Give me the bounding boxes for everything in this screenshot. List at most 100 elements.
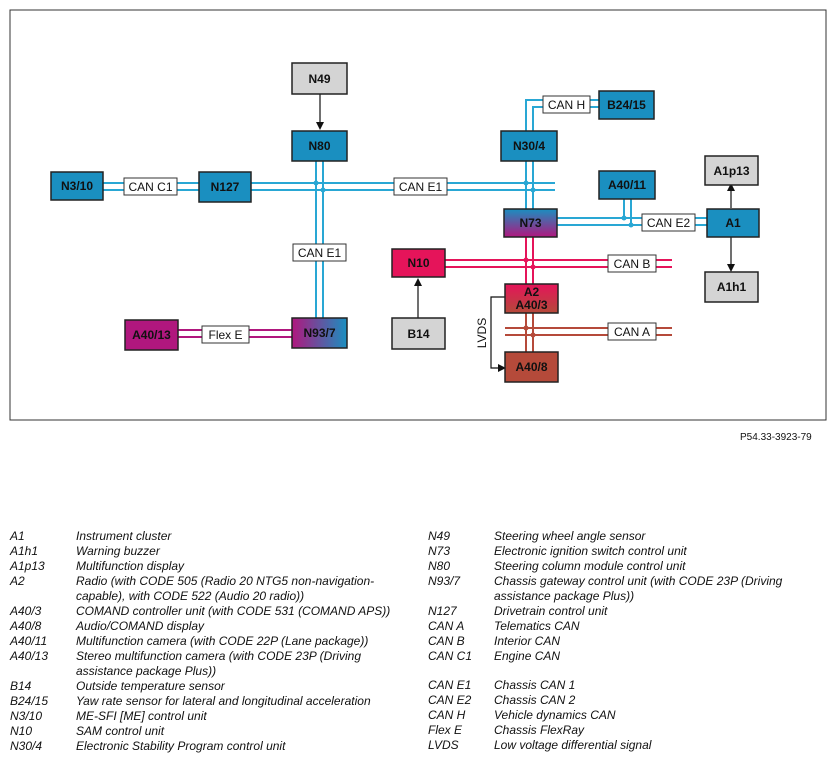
legend-row: N93/7 Chassis gateway control unit (with … [428,574,837,604]
legend-code: N73 [428,544,451,558]
svg-text:CAN B: CAN B [614,257,651,271]
legend-row: LVDS Low voltage differential signal [428,738,837,753]
label-lvds: LVDS [475,318,489,348]
svg-text:N73: N73 [519,216,541,230]
node-n73: N73 [503,208,558,238]
legend-description: COMAND controller unit (with CODE 531 (C… [76,604,391,618]
legend-description: Engine CAN [494,649,561,663]
node-b24-15: B24/15 [598,90,655,120]
legend-code: A40/13 [10,649,49,663]
legend-description: Chassis FlexRay [494,723,585,737]
legend-row: CAN C1 Engine CAN [428,649,837,664]
legend-description [494,664,837,678]
legend-code: LVDS [428,738,459,752]
legend-description: Electronic ignition switch control unit [494,544,687,558]
legend-code: CAN C1 [428,649,473,663]
legend-description: Multifunction camera (with CODE 22P (Lan… [76,634,369,648]
legend-code: B14 [10,679,32,693]
svg-text:A40/11: A40/11 [608,178,646,192]
legend-description: Chassis gateway control unit (with CODE … [494,574,783,603]
svg-text:Flex E: Flex E [208,328,242,342]
legend-code: A40/11 [10,634,48,648]
legend-description: Telematics CAN [494,619,580,633]
svg-text:CAN C1: CAN C1 [128,180,172,194]
legend-code: N3/10 [10,709,43,723]
network-diagram: N49 N80 N3/10 N127 N93/7 A40/13 B14 N10 … [9,9,827,421]
label-flex-e: Flex E [201,325,250,344]
node-a1: A1 [706,208,760,238]
node-a2-a40-3: A2 A40/3 [504,283,559,314]
legend-row: A1 Instrument cluster [10,529,420,544]
legend-description: ME-SFI [ME] control unit [76,709,207,723]
svg-text:N30/4: N30/4 [513,139,545,153]
legend-description: Low voltage differential signal [494,738,652,752]
label-can-e1-vertical: CAN E1 [292,243,347,262]
svg-text:CAN H: CAN H [548,98,585,112]
legend-row: N10 SAM control unit [10,724,420,739]
legend-description: Drivetrain control unit [494,604,608,618]
node-a40-13: A40/13 [124,319,179,351]
svg-text:N127: N127 [211,180,240,194]
node-n80: N80 [291,130,348,162]
node-n93-7: N93/7 [291,317,348,349]
legend-row: N3/10 ME-SFI [ME] control unit [10,709,420,724]
can-e1-bus-vertical [315,160,324,320]
svg-text:CAN E2: CAN E2 [647,216,691,230]
legend-description: Chassis CAN 1 [494,678,576,692]
legend-code: A2 [10,574,25,588]
node-a40-8: A40/8 [504,351,559,383]
svg-text:B24/15: B24/15 [607,98,646,112]
legend-code: A1h1 [10,544,39,558]
legend-description: Instrument cluster [76,529,172,543]
svg-text:A40/8: A40/8 [515,360,547,374]
legend-code: CAN A [428,619,465,633]
svg-text:CAN E1: CAN E1 [399,180,443,194]
legend-row: CAN A Telematics CAN [428,619,837,634]
legend-description: Radio (with CODE 505 (Radio 20 NTG5 non-… [76,574,375,603]
svg-text:A40/13: A40/13 [132,328,171,342]
legend-code: CAN B [428,634,465,648]
legend-code: A40/8 [10,619,42,633]
label-can-b: CAN B [607,254,657,273]
node-a1h1: A1h1 [704,271,759,303]
node-n10: N10 [391,248,446,278]
legend-description: SAM control unit [76,724,165,738]
label-can-e2: CAN E2 [641,213,696,232]
legend-code: N80 [428,559,451,573]
legend-description: Stereo multifunction camera (with CODE 2… [76,649,361,678]
legend-code: CAN E1 [428,678,472,692]
legend-description: Steering wheel angle sensor [494,529,646,543]
legend-code: N10 [10,724,33,738]
svg-text:B14: B14 [407,327,429,341]
legend-row: A2 Radio (with CODE 505 (Radio 20 NTG5 no… [10,574,420,604]
label-can-h: CAN H [542,95,591,114]
diagram-frame [9,9,827,421]
figure-reference: P54.33-3923-79 [740,432,812,443]
legend-code: N93/7 [428,574,461,588]
legend-description: Vehicle dynamics CAN [494,708,616,722]
svg-text:N10: N10 [407,256,429,270]
legend-code: N30/4 [10,739,43,753]
node-n127: N127 [198,171,252,203]
legend-row: A40/13 Stereo multifunction camera (with … [10,649,420,679]
svg-text:A1h1: A1h1 [717,280,747,294]
svg-text:N49: N49 [308,72,330,86]
svg-text:N3/10: N3/10 [61,179,93,193]
label-can-a: CAN A [607,322,657,341]
legend-code: A1 [10,529,25,543]
legend-description: Steering column module control unit [494,559,686,573]
svg-text:A40/3: A40/3 [515,298,547,312]
lvds-link [490,296,506,372]
